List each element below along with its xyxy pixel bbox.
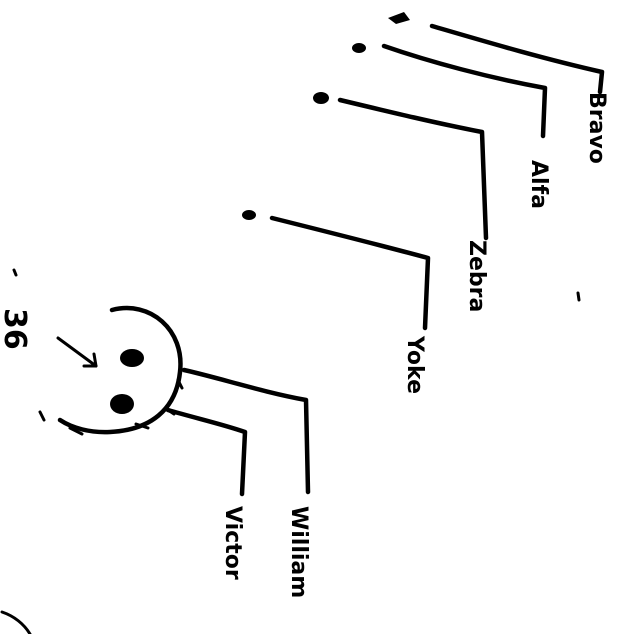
william-leader: [181, 367, 311, 495]
label-zebra: Zebra: [464, 240, 489, 312]
bravo-line: [429, 23, 605, 95]
zebra-leader: [313, 92, 489, 241]
label-william: William: [286, 506, 311, 598]
zebra-line: [337, 97, 489, 241]
stray-mark-3: [0, 610, 32, 634]
label-bravo: Bravo: [584, 92, 609, 164]
label-victor: Victor: [220, 506, 245, 580]
label-alfa: Alfa: [526, 160, 551, 209]
reference-arrowhead: [82, 352, 98, 368]
circle-dash-3: [134, 422, 150, 430]
reference-arrow-shaft: [56, 336, 98, 368]
yoke-dot: [242, 210, 256, 220]
alfa-dot: [352, 43, 366, 53]
reference-36: 36: [0, 308, 98, 368]
bravo-dot: [388, 12, 410, 24]
circle-dash-1: [176, 378, 184, 390]
stray-mark-2: [12, 268, 18, 277]
circle-tick: [38, 410, 46, 422]
alfa-line: [381, 43, 548, 139]
label-yoke: Yoke: [402, 335, 427, 394]
circle-dash-4: [68, 426, 84, 436]
circle-hole-upper: [120, 349, 144, 367]
circle-outline: [57, 305, 183, 435]
victor-leader: [165, 407, 248, 497]
stray-mark-1: [576, 291, 581, 302]
alfa-leader: [352, 43, 548, 139]
yoke-leader: [242, 210, 431, 331]
william-line: [181, 367, 311, 495]
reference-numeral: 36: [0, 308, 32, 350]
circle-element: [38, 305, 184, 436]
circle-hole-lower: [110, 394, 134, 414]
bravo-leader: [388, 12, 605, 95]
victor-line: [165, 407, 248, 497]
zebra-dot: [313, 92, 329, 104]
yoke-line: [269, 215, 431, 331]
